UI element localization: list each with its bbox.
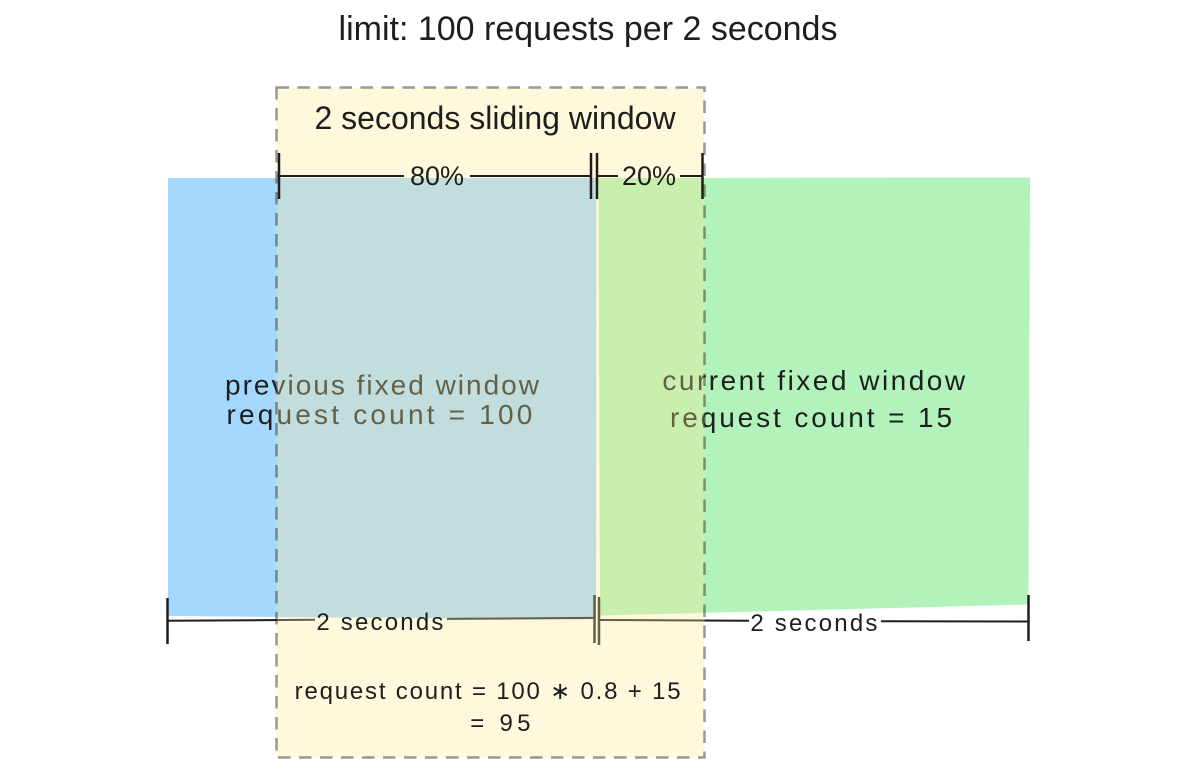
svg-text:80%: 80% — [410, 161, 464, 191]
svg-text:limit: 100 requests per 2 seco: limit: 100 requests per 2 seconds — [339, 10, 838, 48]
svg-text:request count = 15: request count = 15 — [670, 402, 955, 433]
svg-text:2 seconds: 2 seconds — [750, 610, 879, 637]
svg-text:2 seconds sliding window: 2 seconds sliding window — [314, 100, 676, 136]
svg-text:2 seconds: 2 seconds — [316, 609, 445, 636]
svg-text:= 95: = 95 — [470, 710, 535, 737]
svg-text:current fixed window: current fixed window — [662, 365, 967, 396]
svg-text:request count = 100 ∗ 0.8 + 15: request count = 100 ∗ 0.8 + 15 — [295, 678, 683, 705]
svg-text:20%: 20% — [622, 161, 676, 191]
